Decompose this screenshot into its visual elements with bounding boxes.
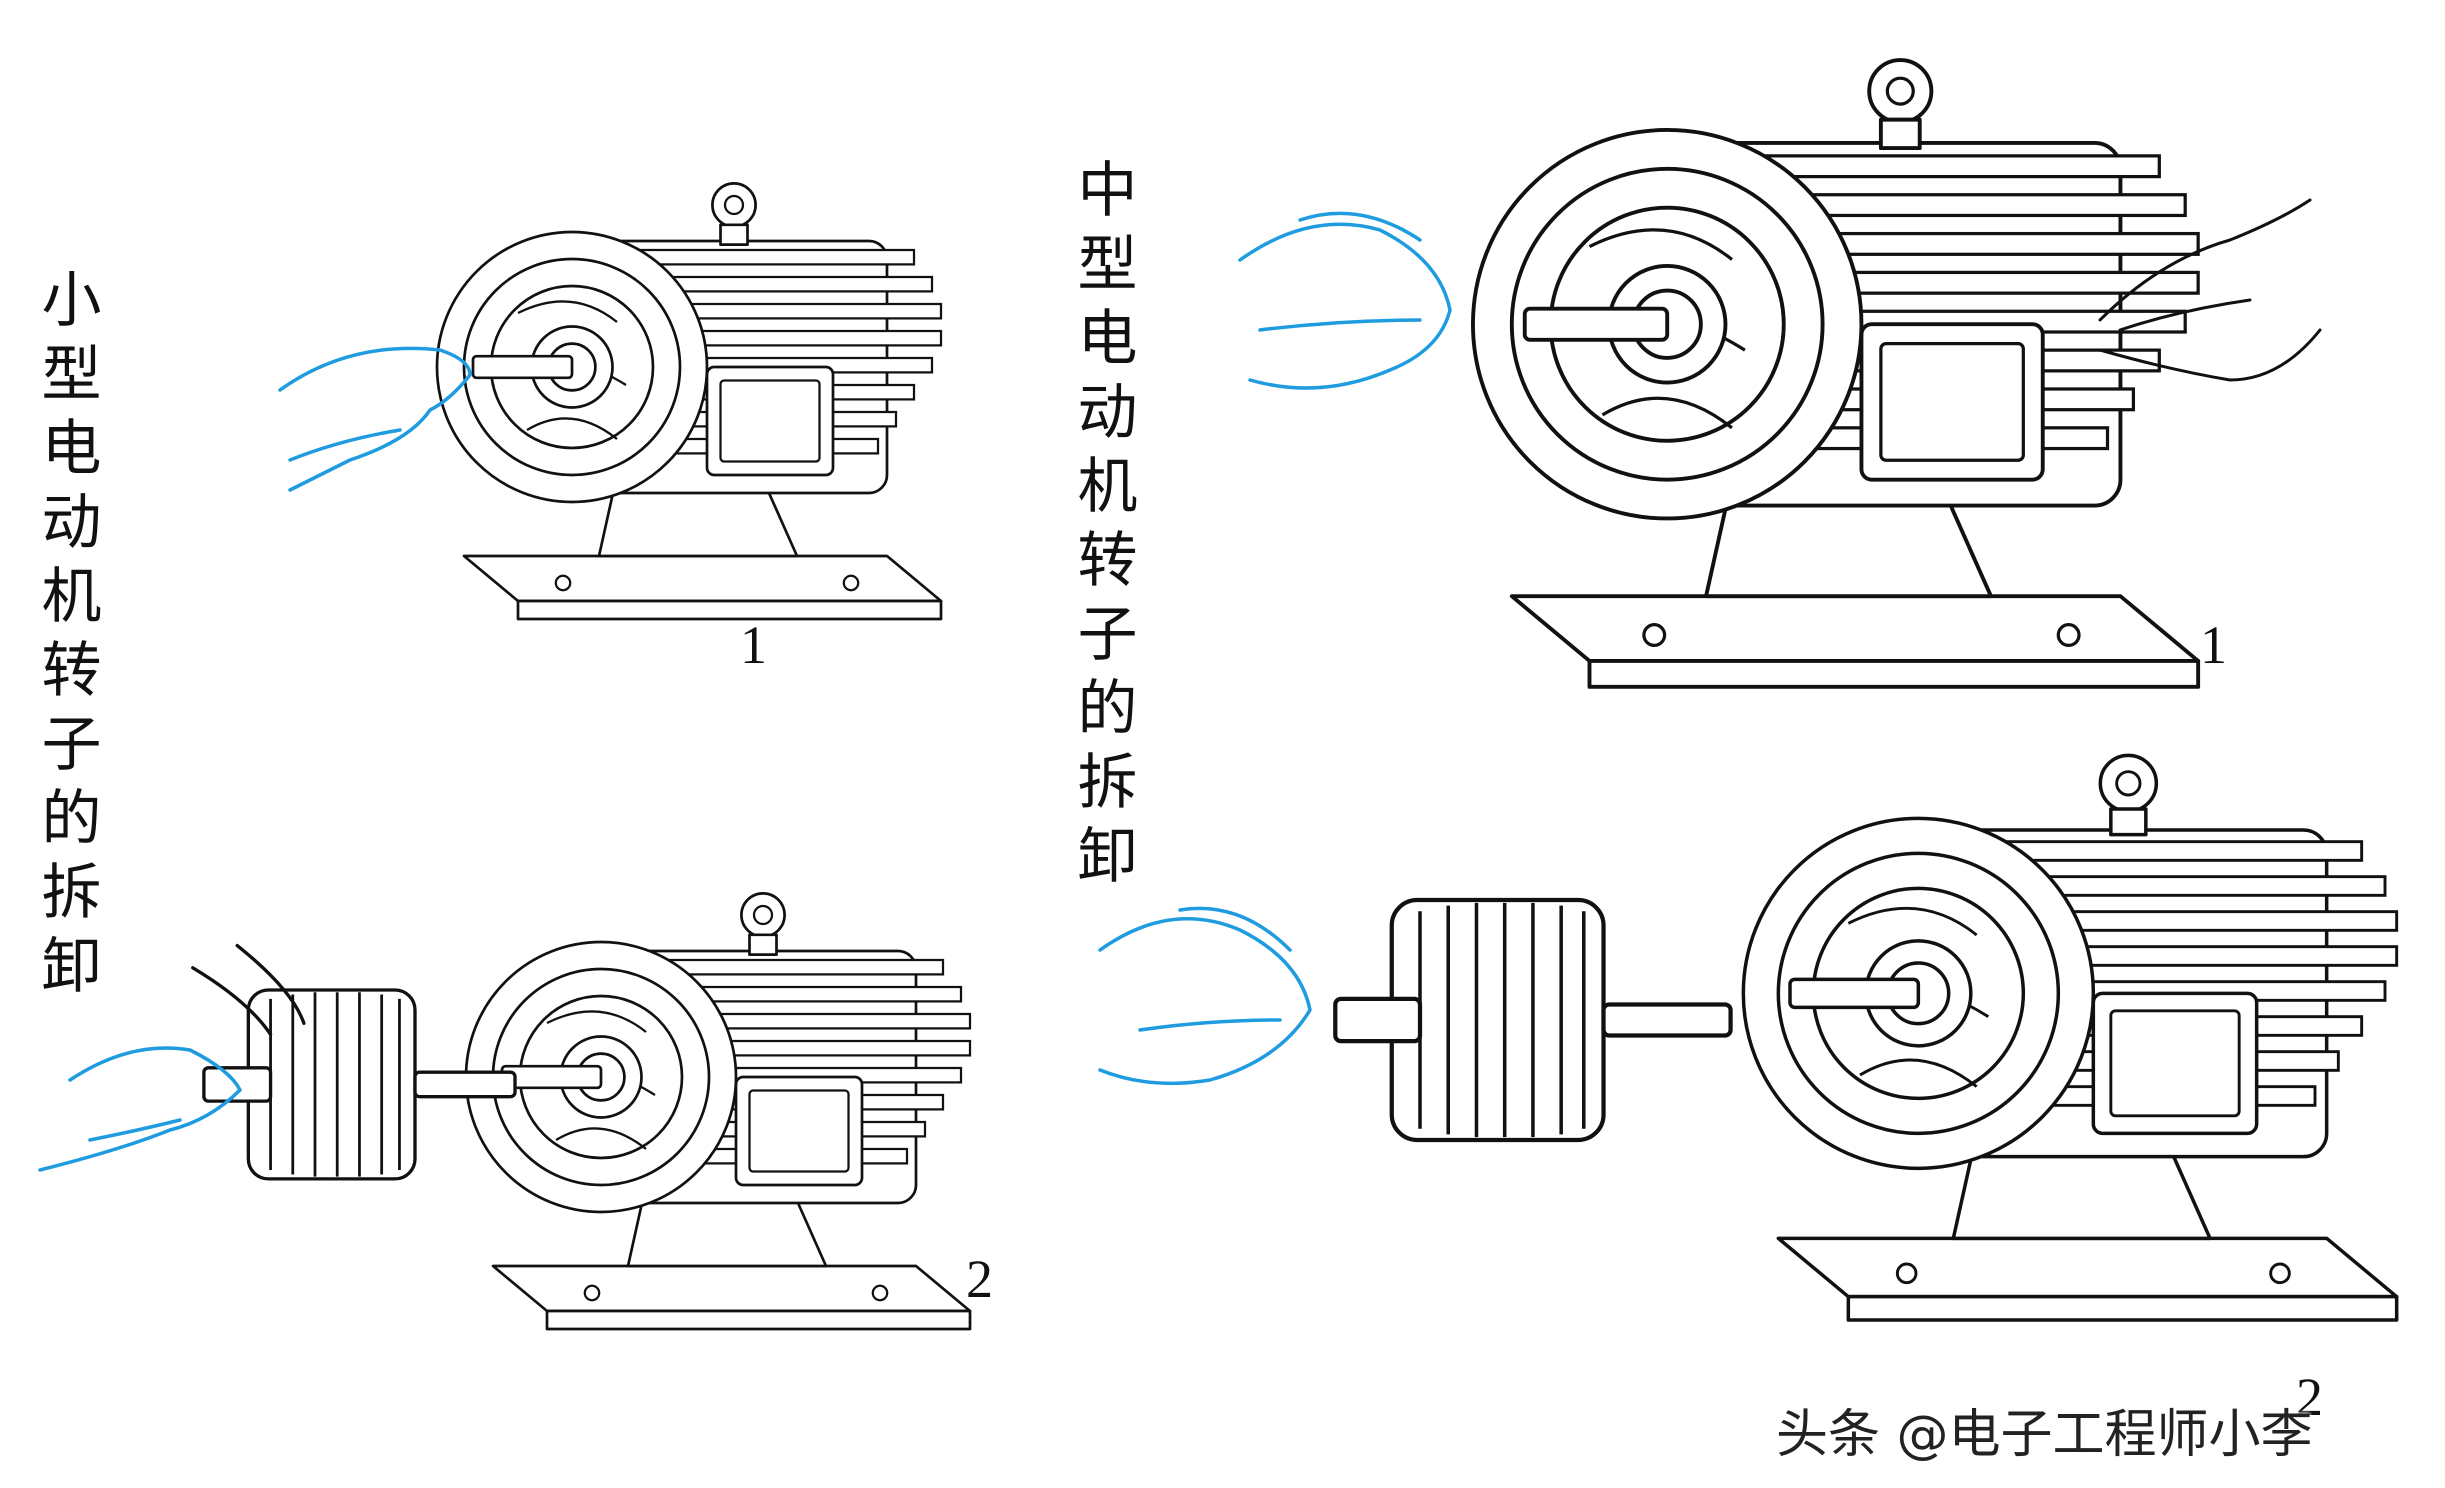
medium-rotor-drawing xyxy=(1290,900,1790,1140)
small-step1-number: 1 xyxy=(740,615,767,675)
small-step2-number: 2 xyxy=(966,1249,993,1309)
small-motor-title: 小型电动机转子的拆卸 xyxy=(31,268,101,1008)
medium-motor-title: 中型电动机转子的拆卸 xyxy=(1067,158,1137,898)
watermark: 头条 @电子工程师小李 xyxy=(1776,1405,2313,1465)
small-step2-hand xyxy=(38,1046,242,1172)
medium-step1-number: 1 xyxy=(2200,615,2227,675)
medium-motor-step2-drawing xyxy=(1741,753,2399,1322)
medium-step1-left-hand xyxy=(1238,211,1452,390)
medium-step2-number: 2 xyxy=(2296,1367,2323,1427)
medium-step2-hand xyxy=(1098,906,1312,1086)
small-rotor-drawing xyxy=(191,943,517,1181)
small-motor-step1-drawing xyxy=(278,182,943,621)
medium-step1-right-hand xyxy=(2098,198,2322,382)
